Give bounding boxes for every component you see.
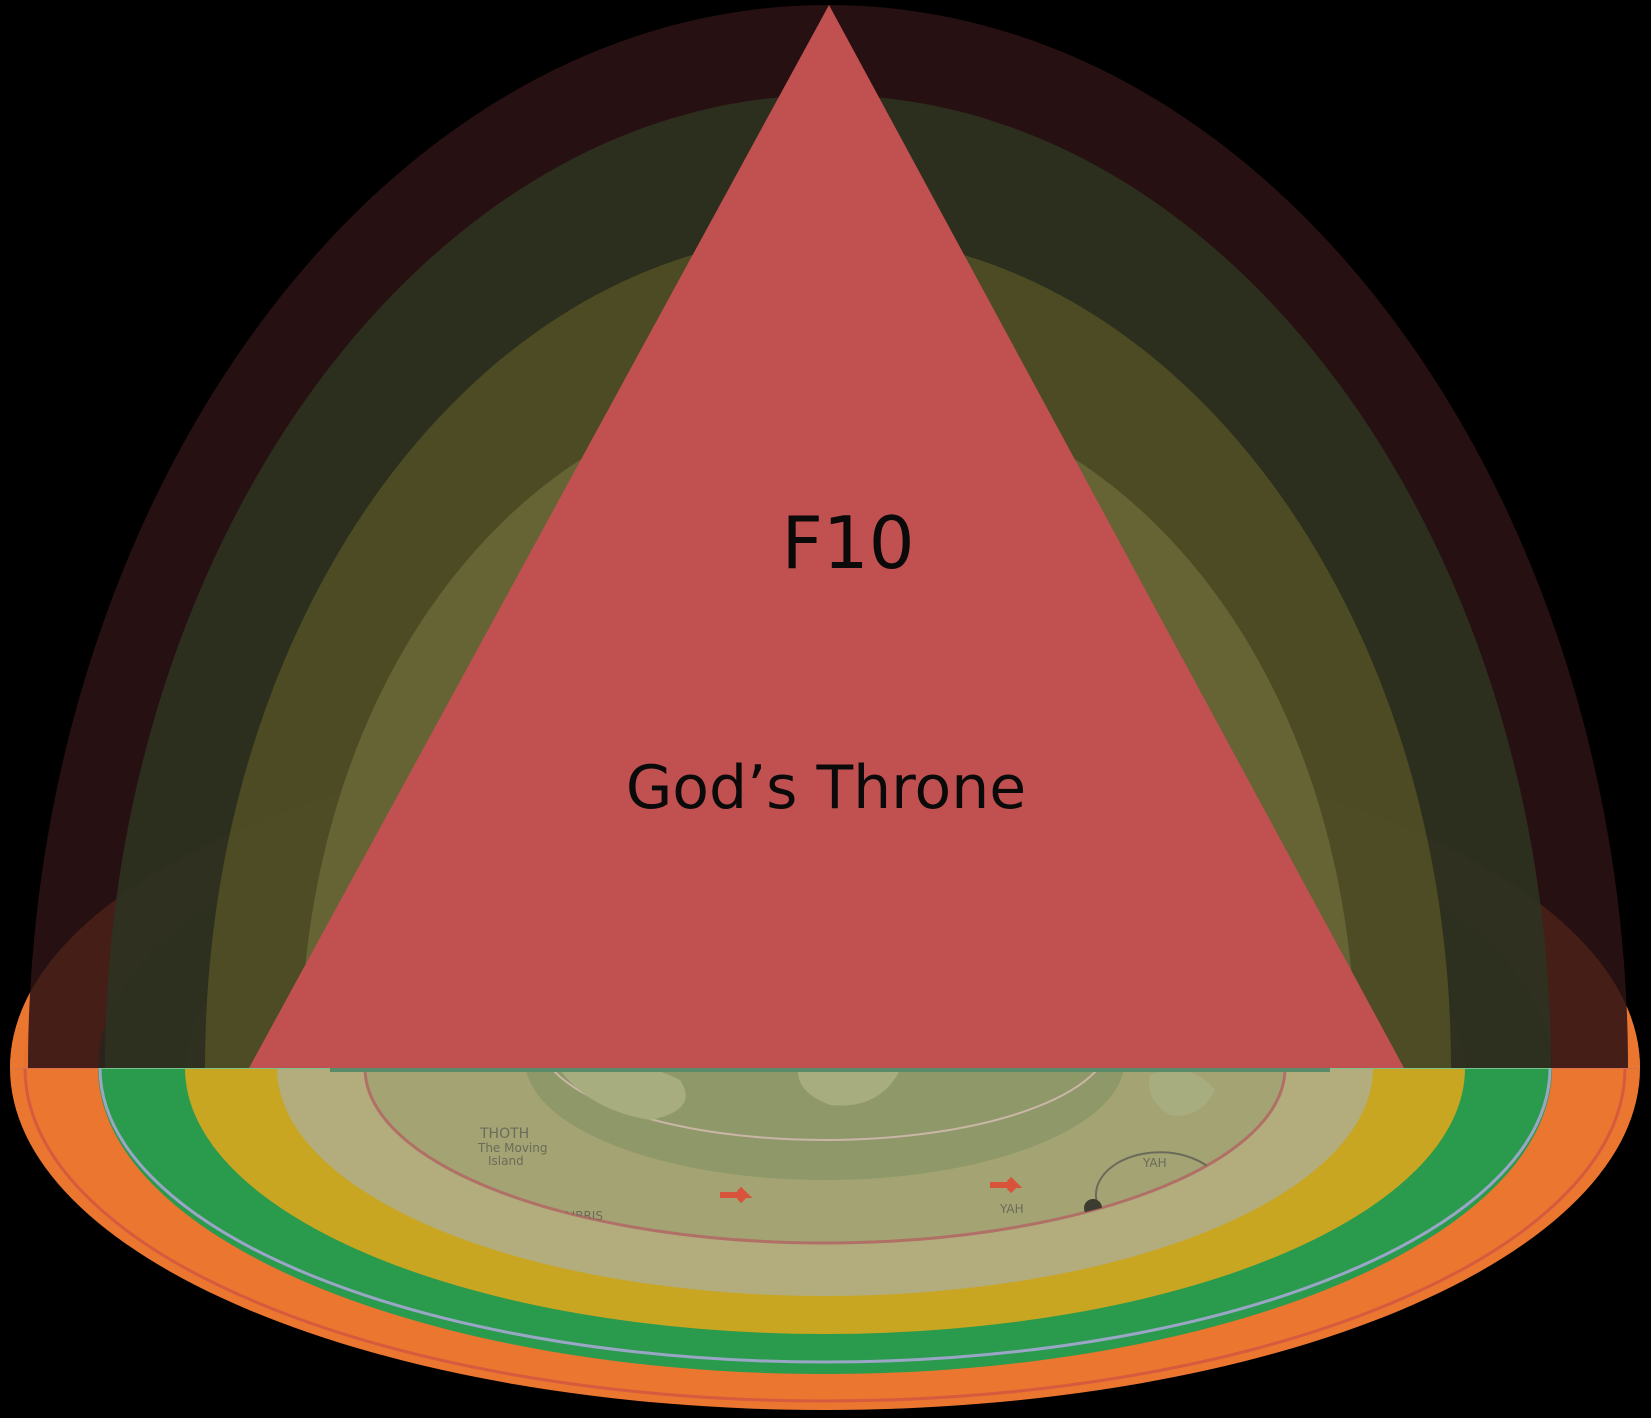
map-label-thoth-sub1: The Moving [477,1141,548,1155]
map-label-thoth: THOTH [479,1126,529,1142]
map-label-yah-top: YAH [1142,1156,1167,1170]
map-label-yah-bottom: YAH [999,1202,1024,1216]
throne-triangle [249,5,1404,1068]
map-label-thoth-sub2: Island [488,1154,524,1168]
throne-label: God’s Throne [626,753,1026,823]
level-label: F10 [781,501,914,585]
